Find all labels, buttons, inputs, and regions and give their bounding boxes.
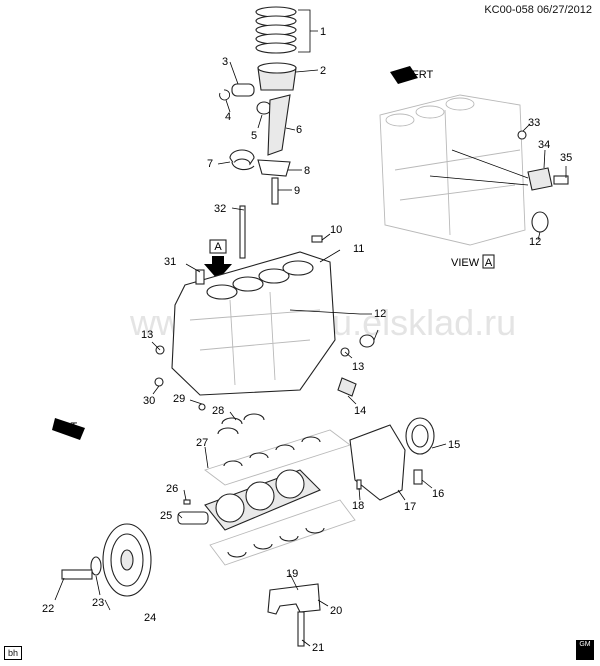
svg-text:A: A xyxy=(214,241,222,253)
callout-18: 18 xyxy=(352,500,364,512)
svg-text:VIEW: VIEW xyxy=(451,257,480,269)
rod-bushing xyxy=(256,101,272,115)
crank-key xyxy=(183,499,191,505)
callout-4: 4 xyxy=(225,111,231,123)
rod-bearings xyxy=(229,149,255,171)
callout-15: 15 xyxy=(448,439,460,451)
callout-12-inset: 12 xyxy=(529,236,541,248)
callout-17: 17 xyxy=(404,501,416,513)
plug-30 xyxy=(154,377,164,387)
rod-cap xyxy=(257,159,291,177)
callout-31: 31 xyxy=(164,256,176,268)
callout-23: 23 xyxy=(92,597,104,609)
callout-25: 25 xyxy=(160,510,172,522)
callout-22: 22 xyxy=(42,603,54,615)
callout-8: 8 xyxy=(304,165,310,177)
rear-seal-housing xyxy=(349,424,406,501)
main-bearings-lower xyxy=(209,499,356,566)
crankshaft-balancer xyxy=(102,523,152,597)
callout-16: 16 xyxy=(432,488,444,500)
callout-34: 34 xyxy=(538,139,550,151)
bolt-29 xyxy=(198,403,206,411)
knock-sensor xyxy=(337,377,357,397)
block-dowel xyxy=(195,269,205,285)
connecting-rod xyxy=(267,94,291,156)
callout-2: 2 xyxy=(320,65,326,77)
diagram-header: KC00-058 06/27/2012 xyxy=(484,4,592,16)
cap-bolt xyxy=(297,611,305,647)
block-stud xyxy=(239,205,246,259)
callout-19: 19 xyxy=(286,568,298,580)
callout-1: 1 xyxy=(320,26,326,38)
gm-logo: GM xyxy=(576,640,594,660)
callout-13-right: 13 xyxy=(352,361,364,373)
cylinder-block xyxy=(171,251,336,396)
callout-30: 30 xyxy=(143,395,155,407)
inset-view-a xyxy=(379,94,569,246)
main-bearings-upper xyxy=(217,413,265,435)
callout-29: 29 xyxy=(173,393,185,405)
view-a-arrow: A xyxy=(204,239,232,280)
callout-20: 20 xyxy=(330,605,342,617)
callout-9: 9 xyxy=(294,185,300,197)
callout-32: 32 xyxy=(214,203,226,215)
diagram-date: 06/27/2012 xyxy=(536,4,592,16)
housing-bolt xyxy=(413,469,423,485)
callout-6: 6 xyxy=(296,124,302,136)
callout-21: 21 xyxy=(312,642,324,654)
callout-3: 3 xyxy=(222,56,228,68)
rear-main-seal xyxy=(405,417,435,455)
front-arrow-top: FRT xyxy=(390,66,433,84)
callout-28: 28 xyxy=(212,405,224,417)
callout-10: 10 xyxy=(330,224,342,236)
rod-bolt xyxy=(271,177,279,205)
callout-labels: 1 2 3 4 5 6 7 8 9 10 11 12 12 13 13 14 1… xyxy=(42,26,572,654)
seal-ring xyxy=(359,334,375,348)
callout-11: 11 xyxy=(353,243,364,255)
svg-text:A: A xyxy=(485,257,493,269)
callout-7: 7 xyxy=(207,158,213,170)
balancer-bolt xyxy=(61,569,93,580)
main-bearings-27 xyxy=(204,429,351,486)
footer-tag: bh xyxy=(4,646,23,660)
main-bearing-cap xyxy=(267,583,321,615)
crankshaft xyxy=(177,469,321,531)
callout-13-left: 13 xyxy=(141,329,153,341)
callout-27: 27 xyxy=(196,437,208,449)
piston xyxy=(257,62,297,91)
piston-pin xyxy=(231,83,255,97)
leader-lines xyxy=(54,9,567,647)
callout-12: 12 xyxy=(374,308,386,320)
callout-5: 5 xyxy=(251,130,257,142)
callout-26: 26 xyxy=(166,483,178,495)
svg-text:FRT: FRT xyxy=(56,421,77,433)
callout-33: 33 xyxy=(528,117,540,129)
diagram-code: KC00-058 xyxy=(484,4,534,16)
callout-24: 24 xyxy=(144,612,156,624)
pin-retainer xyxy=(219,89,230,101)
housing-dowel xyxy=(356,479,362,490)
svg-text:FRT: FRT xyxy=(412,69,433,81)
piston-rings xyxy=(255,6,297,54)
view-label: VIEW A xyxy=(451,254,495,269)
callout-14: 14 xyxy=(354,405,366,417)
callout-35: 35 xyxy=(560,152,572,164)
balancer-washer xyxy=(90,556,102,576)
front-arrow-left: FRT xyxy=(52,418,85,440)
block-plug-top xyxy=(311,235,323,243)
